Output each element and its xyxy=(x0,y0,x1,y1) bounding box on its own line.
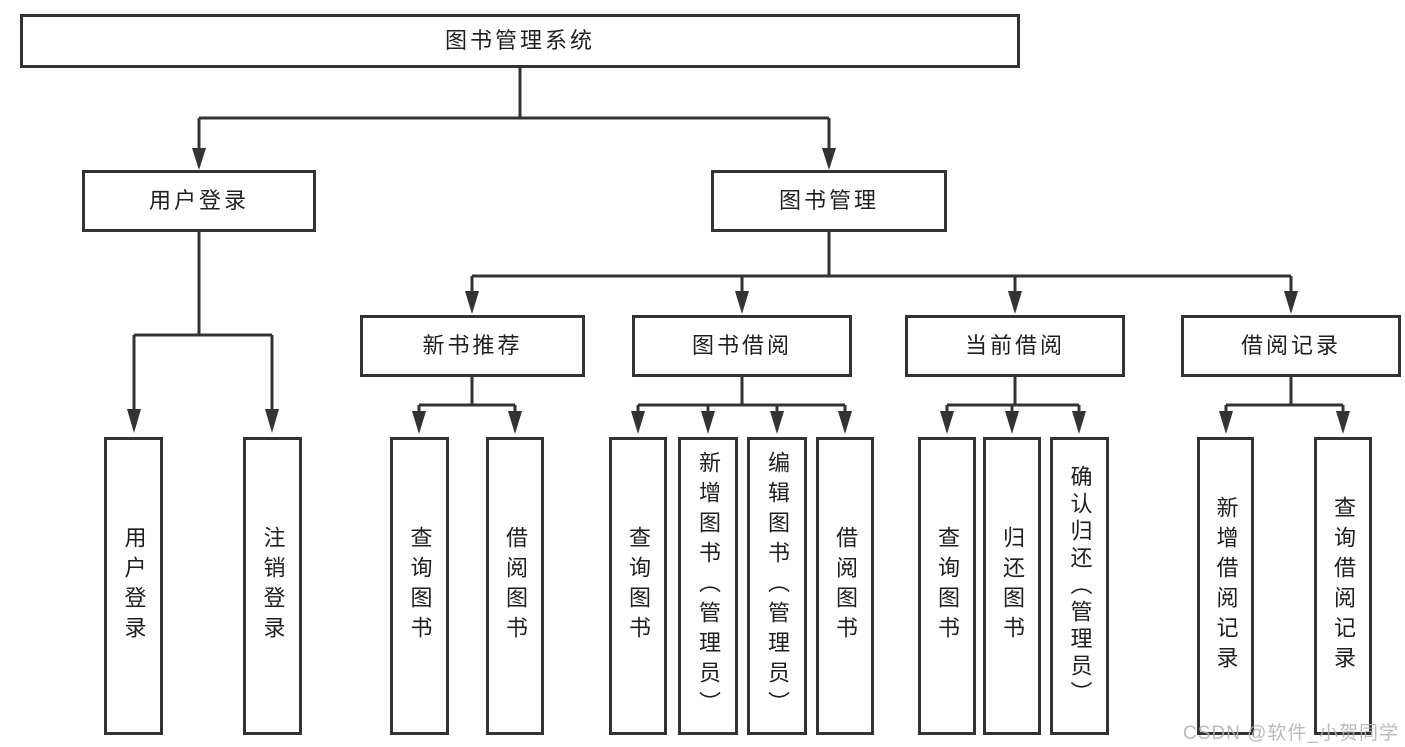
node-label: 查询图书 xyxy=(407,526,433,646)
node-leaf-query-books: 查询图书 xyxy=(918,437,976,735)
arrow-down-icon xyxy=(192,148,206,170)
arrow-down-icon xyxy=(940,411,954,434)
arrow-down-icon xyxy=(1284,291,1298,314)
arrow-down-icon xyxy=(1072,411,1086,434)
arrow-down-icon xyxy=(265,409,279,433)
node-current-borrow: 当前借阅 xyxy=(905,315,1125,377)
node-label: 借阅图书 xyxy=(833,526,858,646)
arrow-down-icon xyxy=(822,148,836,170)
connector-currentborrow-to-leaves xyxy=(945,377,1081,411)
arrow-down-icon xyxy=(1008,291,1022,314)
node-label: 用户登录 xyxy=(148,187,249,213)
node-book-management: 图书管理 xyxy=(711,170,947,232)
connector-userlogin-to-leaves xyxy=(132,232,274,409)
node-label: 新增借阅记录 xyxy=(1213,496,1239,676)
node-label: 归还图书 xyxy=(1000,526,1025,646)
connector-bookmgmt-to-level2 xyxy=(470,232,1293,291)
node-leaf-confirm-return-admin: 确认归还（管理员） xyxy=(1050,437,1109,735)
node-label: 编辑图书（管理员） xyxy=(765,451,790,721)
node-label: 查询图书 xyxy=(626,526,651,646)
node-label: 新书推荐 xyxy=(422,332,523,358)
node-borrow-records: 借阅记录 xyxy=(1181,315,1401,377)
node-label: 用户登录 xyxy=(121,526,147,646)
node-leaf-edit-books-admin: 编辑图书（管理员） xyxy=(747,437,807,735)
node-label: 新增图书（管理员） xyxy=(696,451,721,721)
arrow-down-icon xyxy=(631,411,645,434)
node-leaf-add-borrow-record: 新增借阅记录 xyxy=(1197,437,1254,735)
node-leaf-query-books: 查询图书 xyxy=(609,437,667,735)
node-label: 图书借阅 xyxy=(691,332,792,358)
arrow-down-icon xyxy=(1336,411,1350,434)
node-label: 查询图书 xyxy=(935,526,960,646)
csdn-watermark: CSDN @软件_小贺同学 xyxy=(1183,723,1399,744)
node-leaf-borrow-books: 借阅图书 xyxy=(816,437,874,735)
node-leaf-add-books-admin: 新增图书（管理员） xyxy=(678,437,738,735)
node-label: 注销登录 xyxy=(260,526,286,646)
arrow-down-icon xyxy=(508,411,522,434)
arrow-down-icon xyxy=(465,291,479,314)
arrow-down-icon xyxy=(838,411,852,434)
connector-bookborrow-to-leaves xyxy=(636,377,847,411)
node-new-book-recommend: 新书推荐 xyxy=(360,315,585,377)
arrow-down-icon xyxy=(1219,411,1233,434)
node-label: 确认归还（管理员） xyxy=(1067,464,1093,708)
node-user-login: 用户登录 xyxy=(82,170,316,232)
node-leaf-return-books: 归还图书 xyxy=(983,437,1041,735)
connector-root-to-level1 xyxy=(197,68,831,148)
node-leaf-user-login: 用户登录 xyxy=(104,437,163,735)
node-leaf-logout: 注销登录 xyxy=(243,437,302,735)
node-library-management-system: 图书管理系统 xyxy=(20,14,1020,68)
connector-newbook-to-leaves xyxy=(417,377,517,411)
node-label: 借阅记录 xyxy=(1240,332,1341,358)
arrow-down-icon xyxy=(1005,411,1019,434)
node-label: 查询借阅记录 xyxy=(1331,496,1356,676)
node-label: 当前借阅 xyxy=(964,332,1065,358)
node-label: 图书管理 xyxy=(778,187,879,213)
arrow-down-icon xyxy=(770,411,784,434)
node-label: 图书管理系统 xyxy=(444,27,595,53)
arrow-down-icon xyxy=(412,411,426,434)
arrow-down-icon xyxy=(127,409,141,433)
node-label: 借阅图书 xyxy=(503,526,528,646)
node-leaf-borrow-books: 借阅图书 xyxy=(486,437,544,735)
arrow-down-icon xyxy=(735,291,749,314)
arrow-down-icon xyxy=(701,411,715,434)
node-leaf-query-books: 查询图书 xyxy=(390,437,449,735)
node-book-borrow: 图书借阅 xyxy=(632,315,852,377)
node-leaf-query-borrow-record: 查询借阅记录 xyxy=(1314,437,1372,735)
connector-borrowrecords-to-leaves xyxy=(1224,377,1345,411)
